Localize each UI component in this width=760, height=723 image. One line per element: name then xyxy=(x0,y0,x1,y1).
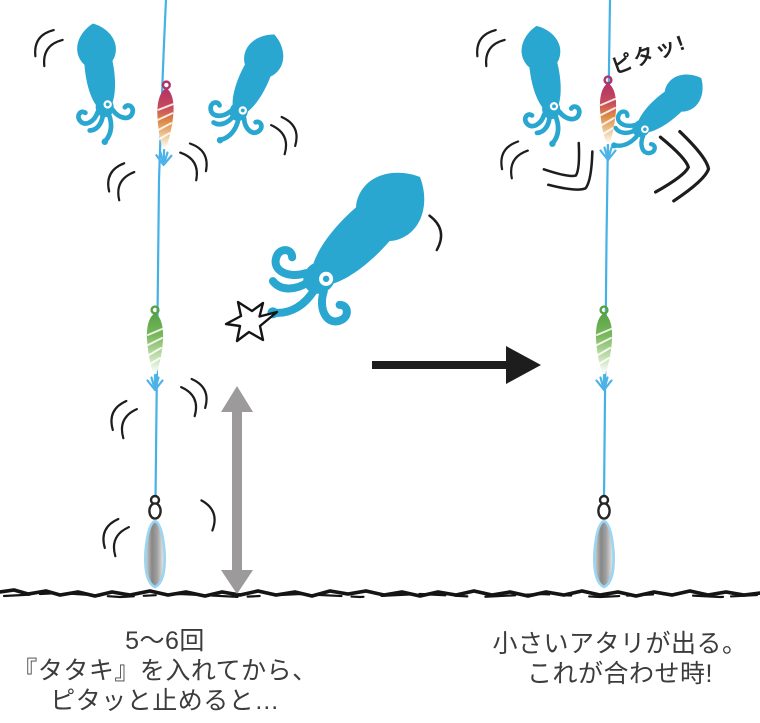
shake-mark-icon xyxy=(179,140,214,180)
shake-mark-icon xyxy=(428,212,446,252)
shake-mark-icon xyxy=(495,138,530,178)
jet-puff-icon xyxy=(224,300,279,343)
transition-arrow-icon xyxy=(372,346,541,384)
shake-mark-icon xyxy=(102,160,136,200)
shake-mark-icon xyxy=(28,26,64,66)
left-rig xyxy=(28,0,303,594)
green-sutte-lure-icon xyxy=(594,305,614,392)
center-scene xyxy=(224,144,541,384)
seabed-texture xyxy=(2,591,760,599)
right-rig xyxy=(470,0,718,589)
squid-icon xyxy=(66,20,137,148)
caption-left-line2: 『タタキ』を入れてから、 xyxy=(12,657,318,685)
shake-mark-icon xyxy=(97,516,130,556)
green-sutte-lure-icon xyxy=(145,305,165,392)
caption-right: 小さいアタリが出る。 これが合わせ時! xyxy=(455,629,760,689)
shake-mark-icon xyxy=(470,26,506,66)
vibration-chevron-icon xyxy=(653,128,714,206)
shake-mark-icon xyxy=(270,114,303,154)
shake-mark-icon xyxy=(200,496,221,532)
caption-left-line3: ピタッと止めると… xyxy=(50,687,280,715)
caption-right-line1: 小さいアタリが出る。 xyxy=(492,630,748,658)
pink-sutte-lure-icon xyxy=(154,80,176,167)
vibration-chevron-icon xyxy=(538,138,609,207)
squid-icon xyxy=(510,21,585,151)
sinker-icon xyxy=(144,494,166,589)
fishing-line xyxy=(154,0,168,502)
caption-right-line2: これが合わせ時! xyxy=(527,660,713,688)
sinker-icon xyxy=(593,494,615,589)
caption-left: 5〜6回 『タタキ』を入れてから、 ピタッと止めると… xyxy=(0,626,330,716)
jigging-range-arrow-icon xyxy=(221,386,253,594)
fishing-line xyxy=(602,0,612,502)
swimming-squid-icon xyxy=(242,144,452,354)
shake-mark-icon xyxy=(105,398,138,438)
caption-left-line1: 5〜6回 xyxy=(125,627,205,655)
shake-mark-icon xyxy=(180,376,213,416)
